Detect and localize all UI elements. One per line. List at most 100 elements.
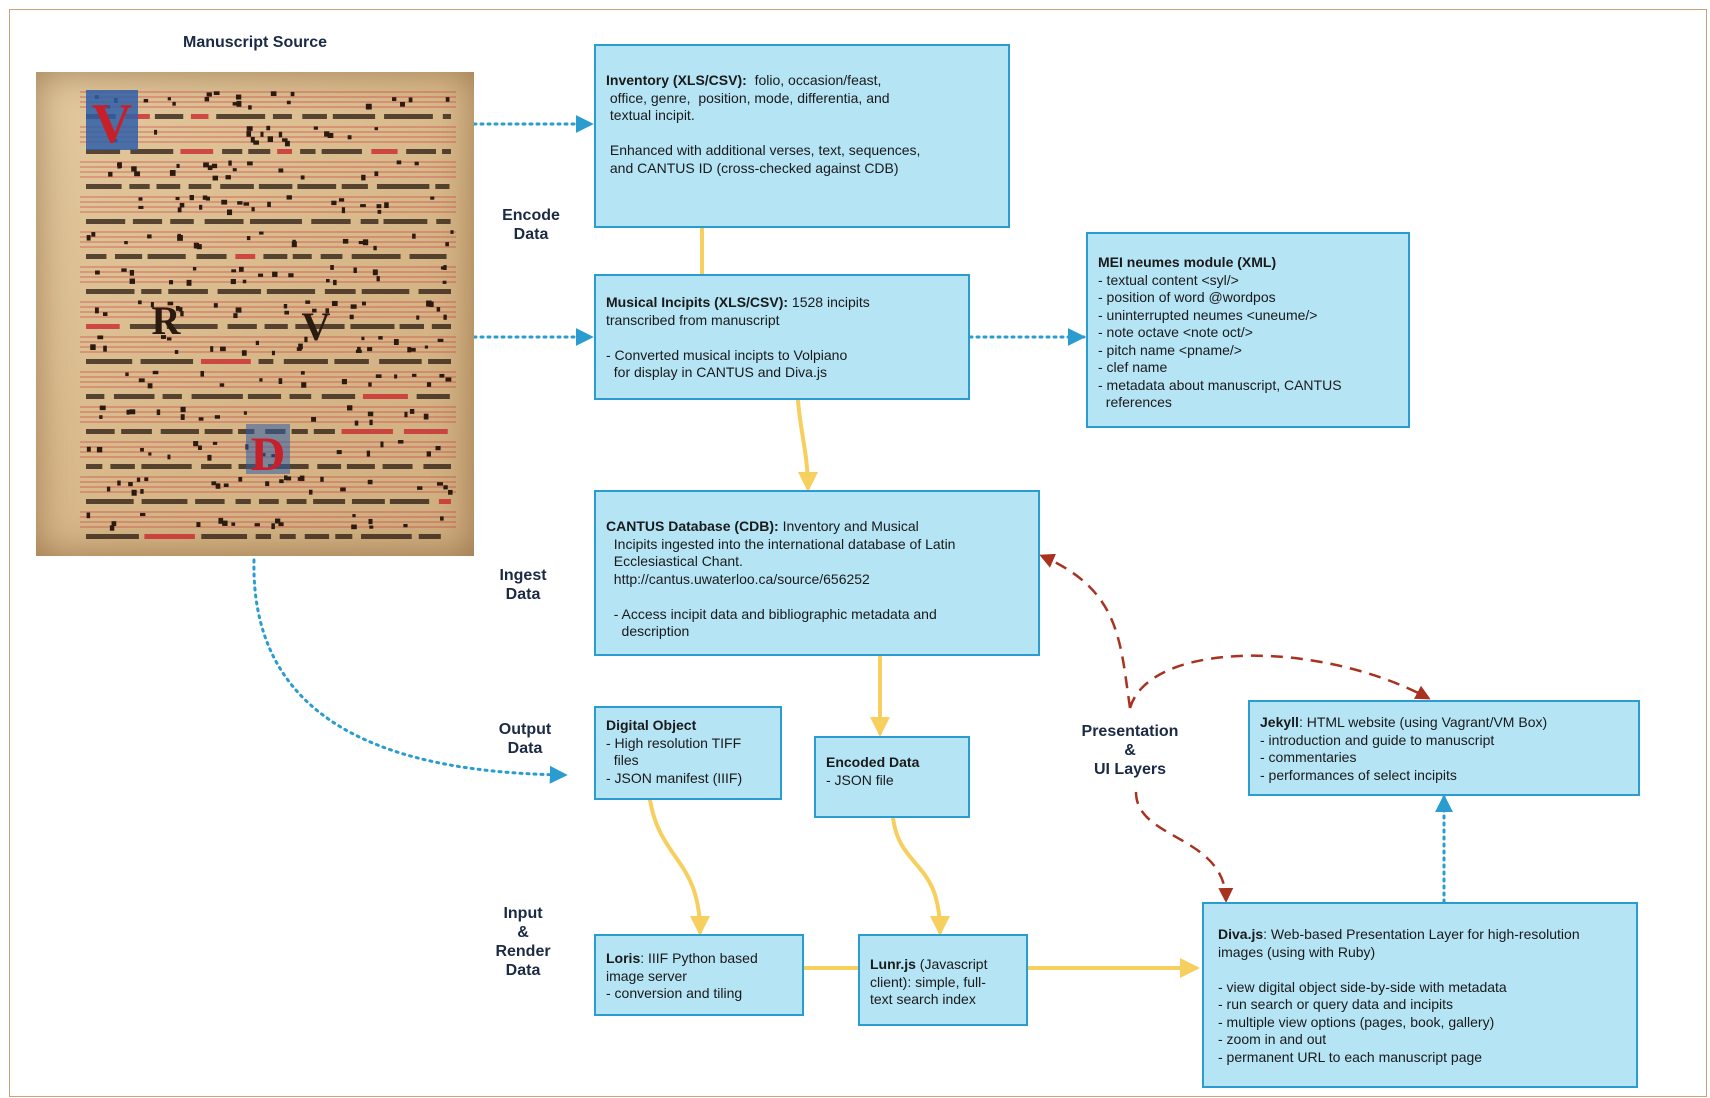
text-stroke (222, 149, 243, 154)
neume (243, 411, 247, 415)
cantus-line: http://cantus.uwaterloo.ca/source/656252 (606, 571, 1028, 589)
inventory-line: Enhanced with additional verses, text, s… (606, 142, 998, 160)
neume (212, 175, 219, 181)
text-stroke (113, 394, 155, 399)
neume (283, 303, 288, 309)
text-stroke (160, 429, 199, 434)
neume (179, 202, 185, 208)
text-stroke (154, 114, 184, 119)
neume (86, 512, 91, 519)
musical-incipits-line (606, 329, 958, 347)
musical-incipits-line: - Converted musical incipts to Volpiano (606, 347, 958, 365)
neume (232, 168, 237, 172)
jekyll-line: Jekyll: HTML website (using Vagrant/VM B… (1260, 714, 1628, 732)
text-stroke (311, 219, 351, 224)
neume (222, 520, 228, 526)
neume (360, 204, 366, 208)
text-stroke (86, 254, 107, 259)
mei-heading: MEI neumes module (XML) (1098, 254, 1277, 270)
mei-line: - position of word @wordpos (1098, 289, 1398, 307)
neume (91, 232, 96, 237)
neume (186, 279, 192, 286)
lunr-text: (Javascript (915, 956, 988, 972)
text-stroke (168, 289, 208, 294)
neume (251, 207, 255, 212)
lunr-text: text search index (870, 991, 976, 1007)
loris-line: Loris: IIIF Python based (606, 950, 792, 968)
text-stroke (361, 534, 412, 539)
neume (213, 303, 218, 308)
neume (140, 447, 144, 452)
neume (236, 100, 242, 107)
neume (340, 487, 346, 492)
jekyll-line: - commentaries (1260, 749, 1628, 767)
neume (279, 479, 284, 484)
neume (168, 280, 174, 285)
neume (204, 97, 210, 102)
text-stroke (324, 289, 356, 294)
text-stroke (360, 219, 379, 224)
text-stroke (196, 254, 227, 259)
lunr-line: text search index (870, 991, 1016, 1009)
neume (235, 307, 242, 313)
neume (320, 476, 324, 482)
neume (313, 126, 318, 130)
neume (258, 273, 264, 277)
neume (196, 244, 202, 250)
diva-heading: Diva.js (1218, 926, 1264, 942)
text-stroke (292, 254, 312, 259)
text-stroke (295, 324, 345, 329)
neume (443, 485, 448, 490)
text-stroke (321, 394, 356, 399)
neume (147, 383, 153, 389)
text-stroke (302, 114, 327, 119)
text-stroke (247, 394, 282, 399)
stage-output-data: Output Data (480, 720, 570, 758)
musical-incipits-text: 1528 incipits (788, 294, 870, 310)
text-stroke (248, 149, 271, 154)
neume (394, 374, 398, 379)
neume (193, 441, 199, 447)
neume (131, 166, 137, 172)
text-stroke (188, 184, 212, 189)
neume (286, 195, 292, 200)
text-stroke (431, 324, 451, 329)
neume (246, 131, 252, 137)
neume (412, 233, 416, 239)
neume (150, 301, 154, 308)
neume (90, 344, 96, 351)
neume (312, 308, 317, 313)
text-stroke (438, 499, 451, 504)
loris-text: : IIIF Python based (640, 950, 758, 966)
neume (86, 235, 91, 241)
neume (212, 441, 218, 445)
inventory-text: textual incipit. (606, 107, 695, 123)
text-stroke (166, 324, 218, 329)
neume (272, 271, 278, 277)
neume (450, 230, 454, 234)
neume (147, 234, 152, 239)
musical-incipits-text: - Converted musical incipts to Volpiano (606, 346, 848, 363)
jekyll-box: Jekyll: HTML website (using Vagrant/VM B… (1248, 700, 1640, 796)
neume (210, 346, 214, 352)
inventory-line: textual incipit. (606, 107, 998, 125)
neume (373, 245, 377, 251)
neume (426, 451, 431, 457)
stage-presentation-line-3: UI Layers (1093, 761, 1167, 778)
text-stroke (86, 394, 105, 399)
text-stroke (190, 114, 209, 119)
jekyll-text: - performances of select incipits (1260, 766, 1457, 783)
neume (397, 440, 404, 444)
neume (436, 307, 441, 312)
stage-encode-line-2: Data (513, 226, 549, 243)
text-stroke (216, 114, 266, 119)
diva-text: images (using with Ruby) (1218, 943, 1376, 960)
mei-text: - pitch name <pname/> (1098, 341, 1242, 358)
neume (331, 300, 338, 306)
neume (259, 231, 264, 235)
neume (180, 406, 186, 413)
stage-input-render-data: Input & Render Data (478, 904, 568, 980)
initial-r: R (152, 298, 182, 343)
text-stroke (162, 394, 182, 399)
inventory-line: and CANTUS ID (cross-checked against CDB… (606, 160, 998, 178)
